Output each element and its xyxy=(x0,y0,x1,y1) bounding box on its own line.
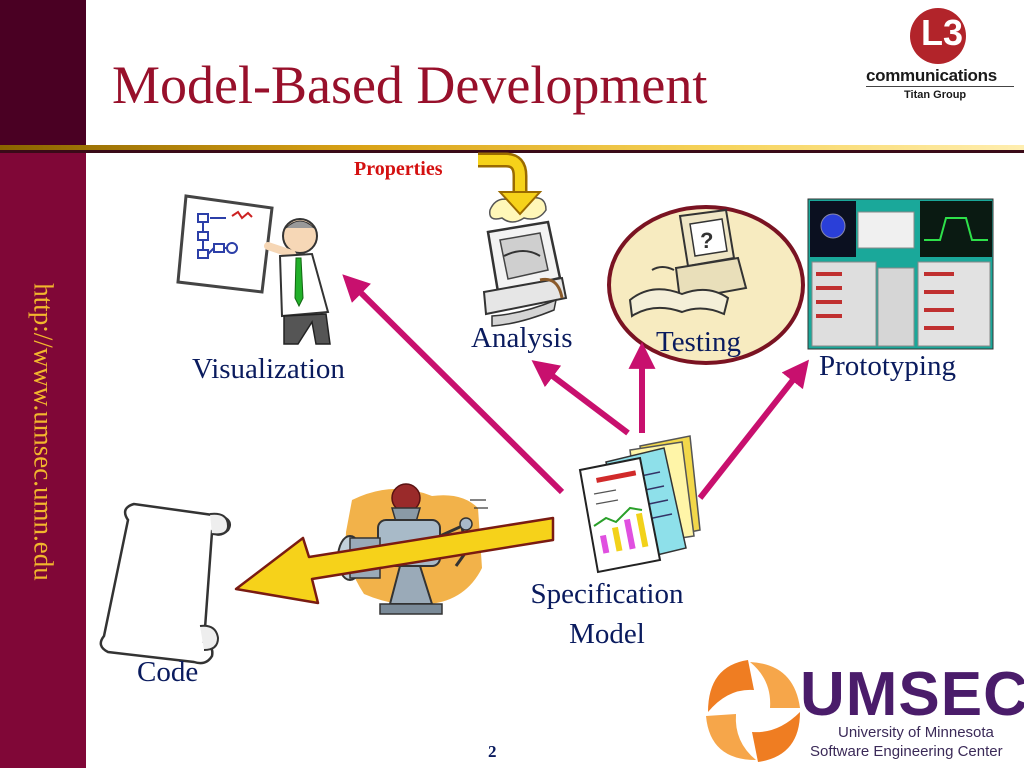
arrow-to-visualization xyxy=(342,274,565,495)
l3-logo-icon xyxy=(910,8,966,64)
specification-model-label: Specification Model xyxy=(515,574,699,654)
umsec-swirl-icon xyxy=(706,660,800,762)
umsec-logo-name: UMSEC xyxy=(800,660,1024,729)
scroll-icon xyxy=(99,502,231,665)
specification-label-line2: Model xyxy=(569,618,645,650)
arrow-to-analysis xyxy=(531,360,630,436)
properties-label: Properties xyxy=(354,158,443,180)
code-label: Code xyxy=(137,656,199,688)
slide-number: 2 xyxy=(488,742,497,761)
testing-clipart-icon: ? xyxy=(607,205,805,365)
title-rule-dark xyxy=(0,150,1024,153)
left-band-top xyxy=(0,0,86,148)
testing-label: Testing xyxy=(656,326,741,358)
documents-chart-icon xyxy=(578,435,701,574)
l3-logo-name: communications xyxy=(866,66,997,85)
svg-text:?: ? xyxy=(700,228,713,253)
l3-logo-mark: L3 xyxy=(921,12,964,53)
presenter-clipart-icon xyxy=(176,194,331,345)
properties-arrow-icon xyxy=(478,152,543,216)
l3-logo-rule xyxy=(866,86,1014,87)
arrow-to-prototyping xyxy=(697,359,810,500)
specification-label-line1: Specification xyxy=(530,578,684,610)
computer-clipart-icon xyxy=(482,193,568,327)
l3-logo-group: Titan Group xyxy=(904,89,967,101)
slide-title: Model-Based Development xyxy=(112,55,708,115)
prototype-screenshot-icon xyxy=(807,198,994,350)
flow-arrows xyxy=(342,274,810,500)
umsec-logo-line1: University of Minnesota xyxy=(838,724,994,741)
visualization-label: Visualization xyxy=(192,353,345,385)
umsec-logo-line2: Software Engineering Center xyxy=(810,743,1003,760)
yellow-arrow-icon xyxy=(234,516,555,605)
analysis-label: Analysis xyxy=(471,322,573,354)
title-rule xyxy=(0,145,1024,150)
prototyping-label: Prototyping xyxy=(819,350,956,382)
